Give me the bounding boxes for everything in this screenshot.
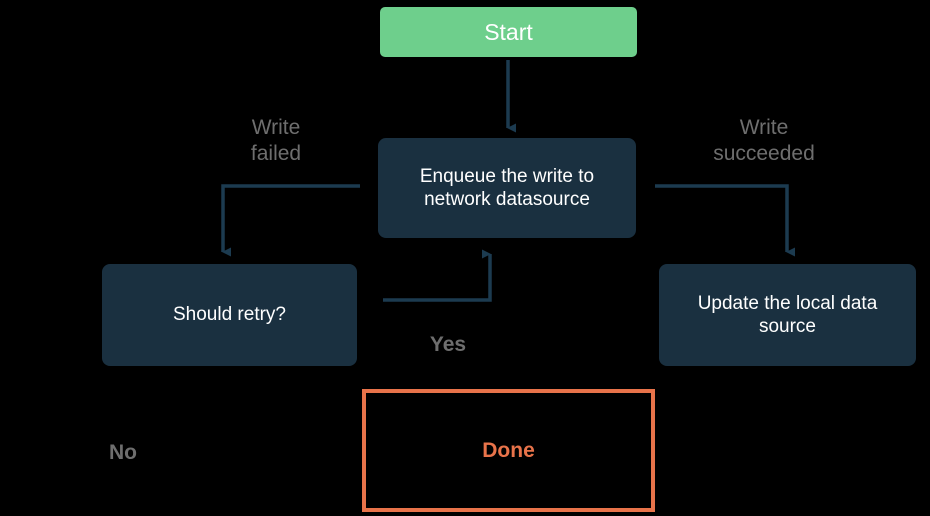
node-enqueue-write[interactable]: Enqueue the write to network datasource bbox=[378, 138, 636, 238]
node-done-label: Done bbox=[482, 438, 535, 462]
edge-label-write-succeeded: Write succeeded bbox=[664, 115, 864, 168]
node-should-retry-label: Should retry? bbox=[172, 304, 286, 326]
node-start-label: Start bbox=[484, 18, 533, 45]
node-should-retry[interactable]: Should retry? bbox=[102, 264, 357, 366]
node-update-label-line1: Update the local data bbox=[697, 292, 878, 314]
node-done[interactable]: Done bbox=[362, 389, 655, 512]
edge-enqueue-to-should-retry bbox=[221, 184, 360, 257]
edge-label-yes: Yes bbox=[429, 333, 467, 356]
edge-should-retry-to-enqueue bbox=[383, 249, 492, 302]
edge-label-write-failed: Write failed bbox=[186, 115, 366, 168]
edge-label-write-failed-line1: Write bbox=[251, 116, 301, 139]
edge-label-write-failed-line2: failed bbox=[250, 142, 302, 166]
node-update-label-line2: source bbox=[758, 316, 816, 337]
edge-enqueue-to-update-local bbox=[655, 184, 795, 257]
edge-label-write-succeeded-line2: succeeded bbox=[713, 142, 815, 166]
edge-label-write-succeeded-line1: Write bbox=[739, 116, 789, 139]
node-enqueue-label-line1: Enqueue the write to bbox=[419, 165, 595, 187]
node-update-local-data-source[interactable]: Update the local data source bbox=[659, 264, 916, 366]
node-update-label: Update the local data source bbox=[698, 292, 878, 338]
edge-label-no: No bbox=[109, 441, 137, 464]
node-enqueue-label: Enqueue the write to network datasource bbox=[420, 165, 594, 211]
node-start[interactable]: Start bbox=[380, 7, 637, 57]
node-enqueue-label-line2: network datasource bbox=[424, 189, 590, 210]
